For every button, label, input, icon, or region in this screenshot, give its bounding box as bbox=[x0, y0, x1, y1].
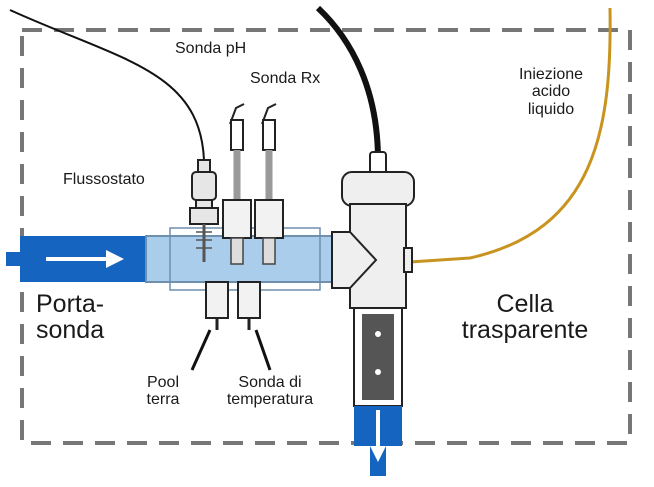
label-pool-line2: terra bbox=[146, 391, 180, 409]
label-temp-line1: Sonda di bbox=[238, 374, 302, 391]
label-pool-terra: Pool terra bbox=[132, 374, 194, 409]
label-sonda-temperatura: Sonda di temperatura bbox=[208, 374, 332, 409]
flow-arrow-down-icon bbox=[370, 410, 386, 462]
pool-earth-cable bbox=[190, 329, 212, 371]
label-iniezione-line2: acido bbox=[531, 83, 571, 101]
measurement-cell bbox=[331, 151, 415, 407]
label-cella-trasparente: Cella trasparente bbox=[440, 290, 610, 344]
temperature-cable bbox=[254, 329, 272, 371]
label-porta-line2: sonda bbox=[36, 315, 105, 344]
label-pool-line1: Pool bbox=[146, 374, 180, 391]
cell-cable bbox=[315, 5, 381, 161]
label-flussostato: Flussostato bbox=[63, 171, 145, 188]
label-sonda-ph: Sonda pH bbox=[175, 40, 247, 57]
label-iniezione-line1: Iniezione bbox=[518, 66, 584, 83]
flow-arrow-right-icon bbox=[46, 250, 124, 268]
bottom-probes bbox=[205, 281, 261, 330]
acid-injection-tube bbox=[409, 7, 612, 264]
label-iniezione-acido: Iniezione acido liquido bbox=[508, 66, 594, 118]
label-sonda-rx: Sonda Rx bbox=[250, 70, 321, 87]
label-cella-line1: Cella bbox=[496, 290, 554, 318]
label-temp-line2: temperatura bbox=[226, 391, 314, 409]
label-iniezione-line3: liquido bbox=[527, 100, 575, 118]
ph-probe bbox=[222, 103, 252, 265]
label-cella-line2: trasparente bbox=[461, 315, 589, 344]
label-porta-line1: Porta- bbox=[36, 290, 105, 318]
flow-switch-cable bbox=[9, 9, 205, 161]
inlet-pipe bbox=[6, 252, 20, 266]
rx-probe bbox=[254, 103, 284, 265]
label-porta-sonda: Porta- sonda bbox=[36, 290, 105, 344]
flow-switch bbox=[189, 159, 219, 262]
